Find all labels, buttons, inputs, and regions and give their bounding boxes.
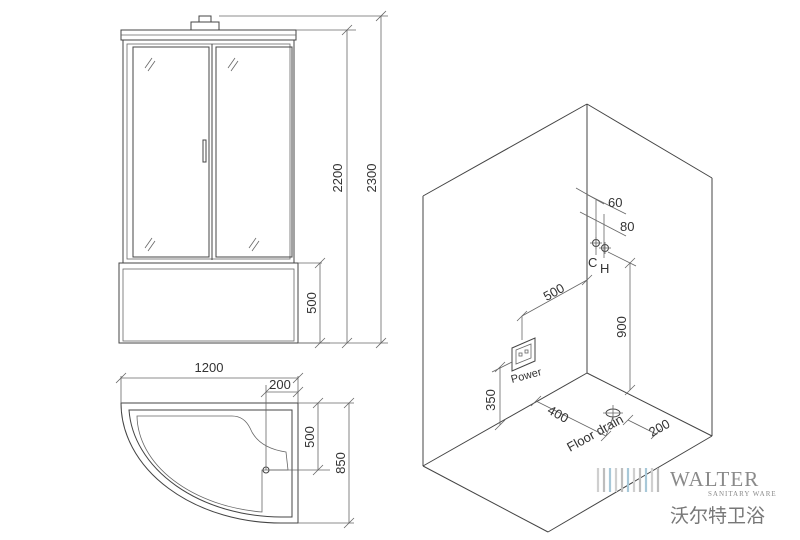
dimension-cabin-height: 2200 xyxy=(296,24,356,349)
dim-500-plan: 500 xyxy=(302,426,317,448)
dimension-power-height: 350 xyxy=(483,361,513,431)
shower-head-fitting xyxy=(198,15,212,23)
dimension-valve-height: 900 xyxy=(607,251,637,396)
dim-200-room: 200 xyxy=(646,416,672,440)
dimension-depth: 850 xyxy=(298,397,355,529)
dim-400: 400 xyxy=(545,402,571,426)
front-elevation: 2200 2300 500 xyxy=(118,10,388,349)
room-installation-view: 60 80 C H 900 500 xyxy=(422,103,713,533)
dimension-width: 1200 xyxy=(115,360,304,403)
dim-200-plan: 200 xyxy=(269,377,291,392)
dimension-drain-depth: 500 xyxy=(270,397,330,476)
glass-panel-right xyxy=(215,46,293,258)
logo-tagline: SANITARY WARE xyxy=(708,490,777,498)
water-valves: C H xyxy=(588,237,611,276)
dimension-drain-offset: 200 xyxy=(260,377,304,470)
dim-2300: 2300 xyxy=(364,164,379,193)
power-box-outline xyxy=(511,337,536,372)
dim-500-wire: 500 xyxy=(541,280,567,304)
power-box: Power xyxy=(510,337,544,386)
dimension-wire-run: 500 xyxy=(516,274,593,340)
label-power: Power xyxy=(510,366,544,386)
dimension-base-height: 500 xyxy=(298,257,330,349)
label-h: H xyxy=(600,261,609,276)
dim-850: 850 xyxy=(333,452,348,474)
dim-900: 900 xyxy=(614,316,629,338)
label-floor-drain: Floor drain xyxy=(564,411,626,454)
brand-logo: WALTER SANITARY WARE 沃尔特卫浴 xyxy=(596,467,777,527)
dim-500-base: 500 xyxy=(304,292,319,314)
label-c: C xyxy=(588,255,597,270)
logo-mark-icon xyxy=(596,468,660,492)
logo-name: WALTER xyxy=(670,467,759,491)
dim-60: 60 xyxy=(608,195,622,210)
floor-drain: Floor drain xyxy=(564,405,626,455)
plan-view: 1200 200 500 850 xyxy=(115,360,355,529)
tray-outline xyxy=(120,402,299,524)
dim-2200: 2200 xyxy=(330,164,345,193)
tray-inner xyxy=(128,409,293,518)
dim-350: 350 xyxy=(483,389,498,411)
cabin-base xyxy=(118,262,299,344)
door-handle xyxy=(202,139,207,163)
dimension-drain-side: 200 xyxy=(622,414,672,440)
dim-1200: 1200 xyxy=(195,360,224,375)
basin-curve xyxy=(136,415,289,513)
shower-head-base xyxy=(190,21,220,31)
dim-80: 80 xyxy=(620,219,634,234)
glass-panel-left xyxy=(132,46,210,258)
pipe-spacing-dimensions: 60 80 xyxy=(575,187,634,258)
logo-chinese: 沃尔特卫浴 xyxy=(670,505,765,527)
